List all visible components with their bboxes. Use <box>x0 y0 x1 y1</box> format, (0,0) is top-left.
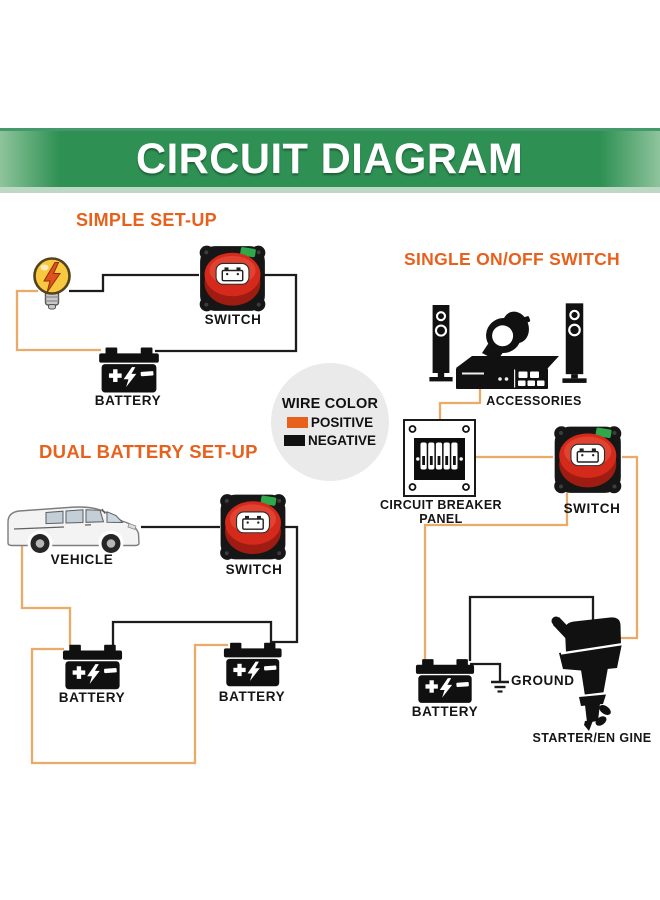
spotlight-icon <box>482 311 531 361</box>
positive-color-swatch <box>286 417 308 428</box>
legend-row-negative: NEGATIVE <box>283 433 376 448</box>
page-title: CIRCUIT DIAGRAM <box>136 134 524 183</box>
wire-negative-battery-battery <box>111 620 273 646</box>
wire-positive-accessories-panel <box>438 388 482 421</box>
battery-switch-icon <box>219 493 287 561</box>
switch-label: SWITCH <box>225 562 283 577</box>
wire-negative-battery-starter <box>468 595 595 661</box>
legend-title: WIRE COLOR <box>281 396 379 412</box>
wire-negative-switch-battery <box>155 273 298 353</box>
wire-negative-bulb-switch <box>69 273 199 293</box>
simple-setup-title: SIMPLE SET-UP <box>76 210 217 230</box>
tower-speaker-icon <box>562 302 587 385</box>
dual-setup-title: DUAL BATTERY SET-UP <box>39 441 258 462</box>
negative-color-swatch <box>283 435 305 446</box>
single-switch-title: SINGLE ON/OFF SWITCH <box>404 249 620 269</box>
banner: CIRCUIT DIAGRAM <box>0 128 660 193</box>
ground-symbol-icon <box>491 680 509 693</box>
wire-negative-battery-ground <box>470 662 502 681</box>
battery-icon <box>223 642 282 687</box>
outboard-motor-icon <box>551 616 624 731</box>
wire-positive-bulb-battery <box>15 289 101 352</box>
wire-positive-switch-starter <box>618 455 639 640</box>
light-bulb-icon <box>33 257 71 310</box>
wire-negative-switch-battery2 <box>271 525 299 644</box>
wire-positive-switch-battery <box>423 493 569 661</box>
battery-icon <box>99 347 159 393</box>
tower-speaker-icon <box>429 303 453 383</box>
battery-icon <box>415 659 475 703</box>
battery-switch-icon <box>198 244 267 313</box>
ground-label: GROUND <box>511 673 575 688</box>
battery-label: BATTERY <box>94 393 162 408</box>
circuit-breaker-panel-label-line1: CIRCUIT BREAKER <box>380 498 502 512</box>
accessories-label: ACCESSORIES <box>486 394 582 408</box>
wire-positive-battery-battery <box>30 643 228 765</box>
wire-positive-vehicle-battery <box>20 543 72 646</box>
battery-label: BATTERY <box>411 704 479 719</box>
vehicle-label: VEHICLE <box>50 552 114 567</box>
circuit-breaker-panel-icon <box>403 419 476 497</box>
battery-switch-icon <box>553 425 623 495</box>
av-receiver-icon <box>456 356 559 389</box>
wires-layer <box>15 273 639 765</box>
van-icon <box>7 506 140 556</box>
switch-label: SWITCH <box>563 501 621 516</box>
positive-label: POSITIVE <box>310 415 374 430</box>
circuit-breaker-panel-label-line2: PANEL <box>419 512 463 526</box>
starter-engine-label: STARTER/EN GINE <box>532 731 652 745</box>
circuit-breaker-panel-label: CIRCUIT BREAKER PANEL <box>380 498 502 526</box>
negative-label: NEGATIVE <box>307 433 376 448</box>
switch-label: SWITCH <box>204 312 262 327</box>
battery-label: BATTERY <box>58 690 126 705</box>
wire-color-legend: WIRE COLOR POSITIVE NEGATIVE <box>271 363 389 481</box>
legend-row-positive: POSITIVE <box>286 415 374 430</box>
battery-icon <box>62 644 123 690</box>
battery-label: BATTERY <box>218 689 286 704</box>
